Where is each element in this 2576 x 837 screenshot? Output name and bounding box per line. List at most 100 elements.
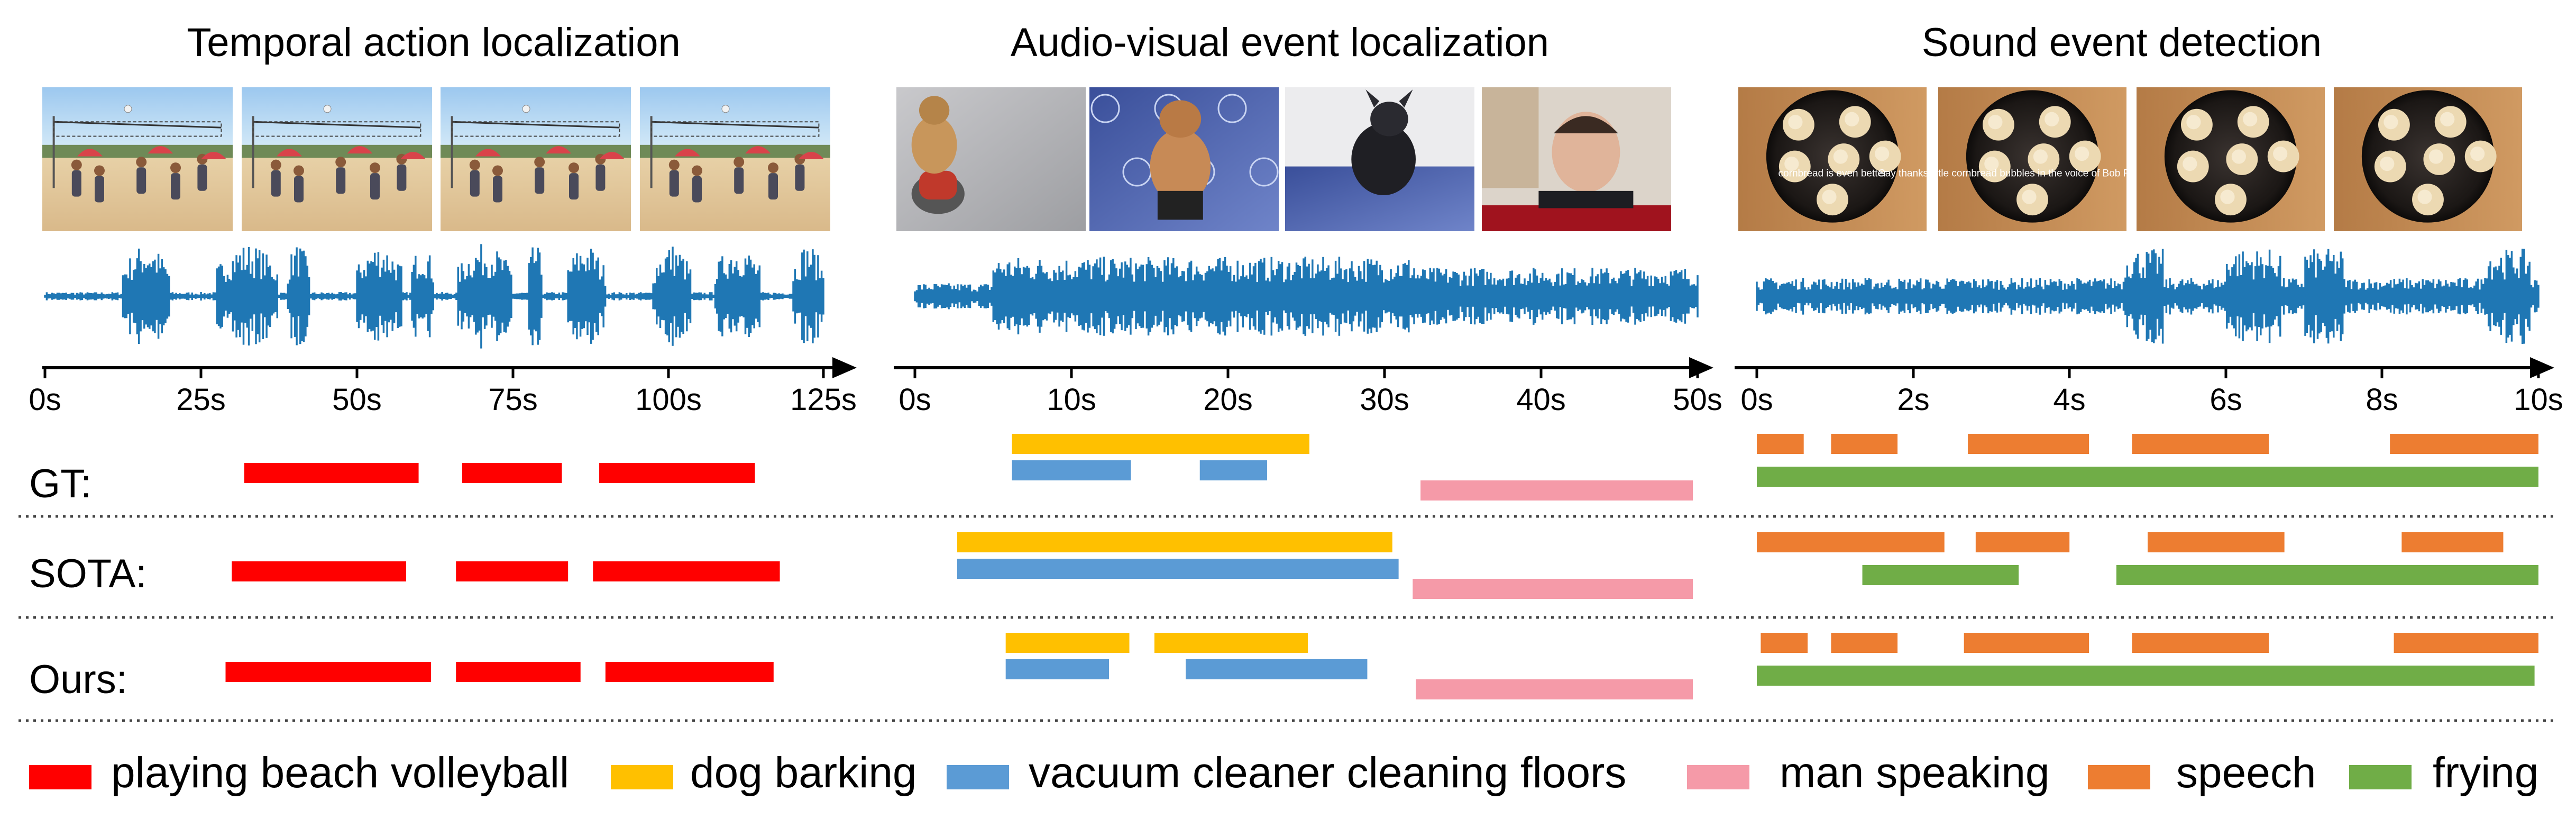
tick-label: 20s: [1203, 383, 1253, 417]
tick-label: 50s: [1673, 383, 1722, 417]
segment-ours-dog-barking: [1154, 633, 1308, 653]
legend-item: frying: [2349, 749, 2539, 797]
frame-caption: cornbread is even better: [1779, 168, 1887, 179]
video-frame-thumbnail: [242, 87, 432, 231]
segment-sota-dog-barking: [957, 532, 1392, 552]
panel-title: Temporal action localization: [187, 20, 681, 65]
tick-label: 10s: [1047, 383, 1096, 417]
segment-sota-playing-beach-volleyball: [593, 561, 780, 581]
segment-gt-playing-beach-volleyball: [462, 463, 562, 483]
legend-item: man speaking: [1687, 749, 2050, 797]
segment-sota-speech: [1757, 532, 1945, 552]
panel-audio-visual-event-localization: Audio-visual event localization: [1011, 20, 1549, 65]
tick-label: 0s: [29, 383, 61, 417]
legend-label: vacuum cleaner cleaning floors: [1029, 749, 1626, 797]
segment-ours-speech: [1964, 633, 2089, 653]
video-frame-thumbnail: [1285, 87, 1474, 231]
tick-label: 0s: [899, 383, 931, 417]
segment-gt-speech: [2390, 434, 2538, 454]
segment-ours-playing-beach-volleyball: [225, 662, 432, 682]
video-frame-thumbnail: [640, 87, 830, 231]
row-label-gt: GT:: [29, 461, 91, 506]
row-labels: GT: SOTA: Ours:: [29, 461, 146, 702]
segment-gt-speech: [1968, 434, 2089, 454]
axis-arrow-icon: [1689, 357, 1713, 378]
segment-gt-playing-beach-volleyball: [244, 463, 419, 483]
segment-ours-speech: [1831, 633, 1898, 653]
segment-ours-speech: [2132, 633, 2269, 653]
legend-item: vacuum cleaner cleaning floors: [947, 749, 1626, 797]
video-frame-thumbnail: [1089, 87, 1279, 231]
legend-swatch: [2349, 765, 2412, 789]
segment-gt-speech: [1831, 434, 1898, 454]
segment-sota-man-speaking: [1413, 579, 1693, 599]
segment-sota-playing-beach-volleyball: [456, 561, 569, 581]
tick-label: 6s: [2210, 383, 2242, 417]
frame-caption: Say thanks little cornbread bubbles in t…: [1878, 168, 2186, 179]
localization-segments: [225, 434, 2538, 699]
audio-waveform: [914, 257, 1699, 336]
tick-label: 50s: [332, 383, 382, 417]
segment-ours-playing-beach-volleyball: [605, 662, 774, 682]
panel-temporal-action-localization: Temporal action localization: [187, 20, 681, 65]
audio-waveform: [44, 244, 824, 349]
segment-gt-speech: [1757, 434, 1804, 454]
video-frame-thumbnail: [896, 87, 1086, 231]
tick-label: 30s: [1360, 383, 1409, 417]
tick-label: 8s: [2366, 383, 2398, 417]
video-frame-thumbnail: cornbread is even better: [1738, 87, 1927, 231]
legend-item: dog barking: [611, 749, 917, 797]
segment-gt-dog-barking: [1012, 434, 1309, 454]
segment-ours-man-speaking: [1416, 679, 1693, 699]
tick-label: 125s: [790, 383, 857, 417]
video-frame-thumbnail: Say thanks little cornbread bubbles in t…: [1878, 87, 2186, 231]
legend-swatch: [611, 765, 673, 789]
tick-label: 40s: [1516, 383, 1566, 417]
time-axes: 0s 25s 50s 75s 100s 125s 0s 10s 20s 30s 40s 50s 0s 2s…: [29, 357, 2563, 417]
legend-swatch: [2088, 765, 2150, 789]
time-axis: 0s 25s 50s 75s 100s 125s: [29, 357, 857, 417]
segment-gt-playing-beach-volleyball: [599, 463, 755, 483]
tick-label: 10s: [2514, 383, 2563, 417]
legend-item: speech: [2088, 749, 2316, 797]
segment-gt-vacuum-cleaner-cleaning-floors: [1199, 460, 1267, 480]
tick-label: 0s: [1740, 383, 1773, 417]
video-frame-thumbnail: [1482, 87, 1671, 231]
segment-ours-playing-beach-volleyball: [456, 662, 581, 682]
axis-arrow-icon: [2530, 357, 2554, 378]
video-frame-thumbnail: [42, 87, 233, 231]
row-separators: [19, 515, 2554, 722]
tick-label: 75s: [488, 383, 538, 417]
legend-label: man speaking: [1780, 749, 2050, 797]
panel-title: Sound event detection: [1922, 20, 2322, 65]
tick-label: 2s: [1897, 383, 1929, 417]
legend-swatch: [1687, 765, 1749, 789]
audio-waveforms: [44, 244, 2540, 349]
segment-sota-playing-beach-volleyball: [232, 561, 407, 581]
segment-sota-frying: [1862, 565, 2019, 585]
video-frame-thumbnail: [2137, 87, 2325, 231]
segment-sota-speech: [2401, 532, 2504, 552]
segment-gt-speech: [2132, 434, 2269, 454]
time-axis: 0s 10s 20s 30s 40s 50s: [894, 357, 1722, 417]
legend-swatch: [29, 765, 91, 789]
segment-gt-man-speaking: [1420, 480, 1693, 501]
legend-item: playing beach volleyball: [29, 749, 569, 797]
row-label-ours: Ours:: [29, 657, 127, 702]
panel-title: Audio-visual event localization: [1011, 20, 1549, 65]
tick-label: 100s: [635, 383, 702, 417]
segment-ours-vacuum-cleaner-cleaning-floors: [1005, 659, 1110, 679]
segment-sota-speech: [2148, 532, 2285, 552]
video-frame-thumbnail: [441, 87, 631, 231]
segment-ours-speech: [2394, 633, 2538, 653]
legend: playing beach volleyball dog barking vacuu…: [29, 749, 2539, 797]
tick-label: 25s: [176, 383, 226, 417]
audio-waveform: [1756, 249, 2540, 344]
video-frame-thumbnail: [2334, 87, 2522, 231]
legend-label: playing beach volleyball: [111, 749, 569, 797]
segment-ours-dog-barking: [1005, 633, 1130, 653]
segment-sota-vacuum-cleaner-cleaning-floors: [957, 559, 1399, 579]
